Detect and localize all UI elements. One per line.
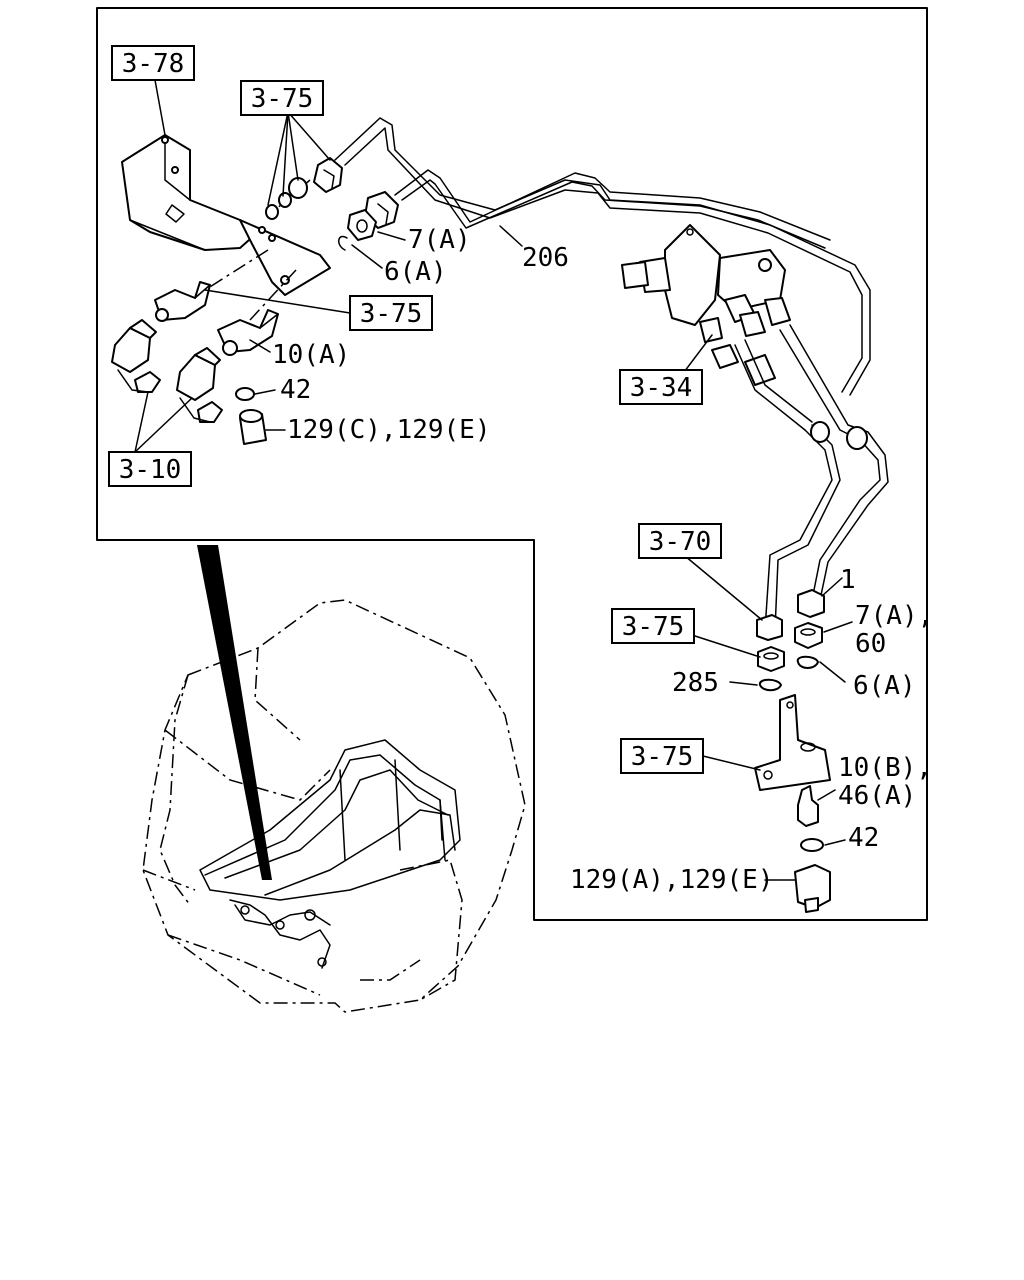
routing-dashline-1 [204,249,269,291]
ref-box-3-34-label: 3-34 [630,373,693,403]
ref-box-3-75-right-label: 3-75 [622,612,685,642]
leader-42-left [254,389,276,395]
diagram-frame [96,7,928,921]
vehicle-overview [142,599,526,1013]
ref-box-3-75-mid-label: 3-75 [360,299,423,329]
tube-nut-top-3 [347,209,377,241]
ref-box-3-78: 3-78 [111,45,195,81]
flare-nut-1 [797,589,825,618]
washer-top-1 [288,177,308,199]
tee-fitting-upper [154,281,211,322]
leader-10a [249,339,271,353]
ref-box-3-75-bracket: 3-75 [620,738,704,774]
mounting-bracket [121,134,331,296]
valve-assembly-3-34 [621,224,791,386]
clip-6a-top [338,235,348,251]
callout-7a-60-line1: 7(A), [855,601,933,631]
leader-3-70 [684,555,763,621]
washer-285 [758,678,782,692]
callout-1: 1 [840,565,856,595]
callout-42-left: 42 [280,375,311,405]
leader-6a-right [819,661,846,683]
callout-10b-46a-line2: 46(A) [838,781,916,811]
washer-top-3 [265,204,279,220]
ref-box-3-75-top: 3-75 [240,80,324,116]
washer-top-2 [278,192,292,208]
callout-7a-60-line2: 60 [855,629,886,659]
washer-42-right [800,838,824,852]
lock-nut-7a-60 [794,622,823,649]
leader-7a-60 [823,621,853,633]
leader-3-75-mid [204,289,351,314]
pressure-switch-1 [111,319,161,393]
ref-box-3-75-top-label: 3-75 [251,84,314,114]
ref-box-3-34: 3-34 [619,369,703,405]
ref-box-3-10: 3-10 [108,451,192,487]
plug-129-left [239,409,267,445]
plug-129-right [794,864,831,913]
callout-129ae: 129(A),129(E) [570,865,774,895]
detail-pointer [197,545,272,880]
leader-3-75-right [694,635,761,658]
ref-box-3-75-right: 3-75 [611,608,695,644]
leader-6a-top [351,244,383,269]
leader-3-10-b [134,397,193,453]
leader-285 [729,681,758,686]
callout-10a: 10(A) [272,340,350,370]
callout-285: 285 [672,668,719,698]
callout-42-right: 42 [848,823,879,853]
callout-6a-right: 6(A) [853,671,916,701]
callout-10b-46a-line1: 10(B), [838,753,932,783]
leader-10b-46a [817,789,836,801]
brake-pipe-206 [334,117,871,396]
callout-129ce: 129(C),129(E) [287,415,491,445]
leader-42-right [824,839,846,846]
callout-7a-top: 7(A) [408,225,471,255]
ref-box-3-78-label: 3-78 [122,49,185,79]
ref-box-3-75-mid: 3-75 [349,295,433,331]
routing-dashline-2 [249,269,297,321]
leader-3-10-a [134,391,149,453]
leader-1 [821,577,843,597]
washer-42-left [235,387,255,401]
leader-3-75-bracket [702,755,761,771]
leader-3-75-top-a [267,111,289,206]
callout-206: 206 [522,243,569,273]
tube-nut-top-1 [313,157,343,193]
ref-box-3-70: 3-70 [638,523,722,559]
callout-6a-top: 6(A) [384,257,447,287]
lock-nut-3-75 [757,646,785,672]
lower-bracket [754,694,831,791]
leader-3-78 [154,79,166,136]
ref-box-3-75-bracket-label: 3-75 [631,742,694,772]
connector-10b-46a [797,785,819,827]
ref-box-3-10-label: 3-10 [119,455,182,485]
leader-206 [499,225,523,247]
flare-nut-3-70 [756,614,783,641]
leader-7a-top [377,231,406,241]
leader-3-75-top-c [287,111,299,181]
tee-fitting-10a [217,309,279,356]
leader-3-75-top-d [287,111,331,161]
clip-6a-right [796,655,819,669]
ref-box-3-70-label: 3-70 [649,527,712,557]
pressure-switch-2 [176,347,223,423]
lower-pipes [734,324,889,631]
leader-3-75-top-b [282,111,289,197]
